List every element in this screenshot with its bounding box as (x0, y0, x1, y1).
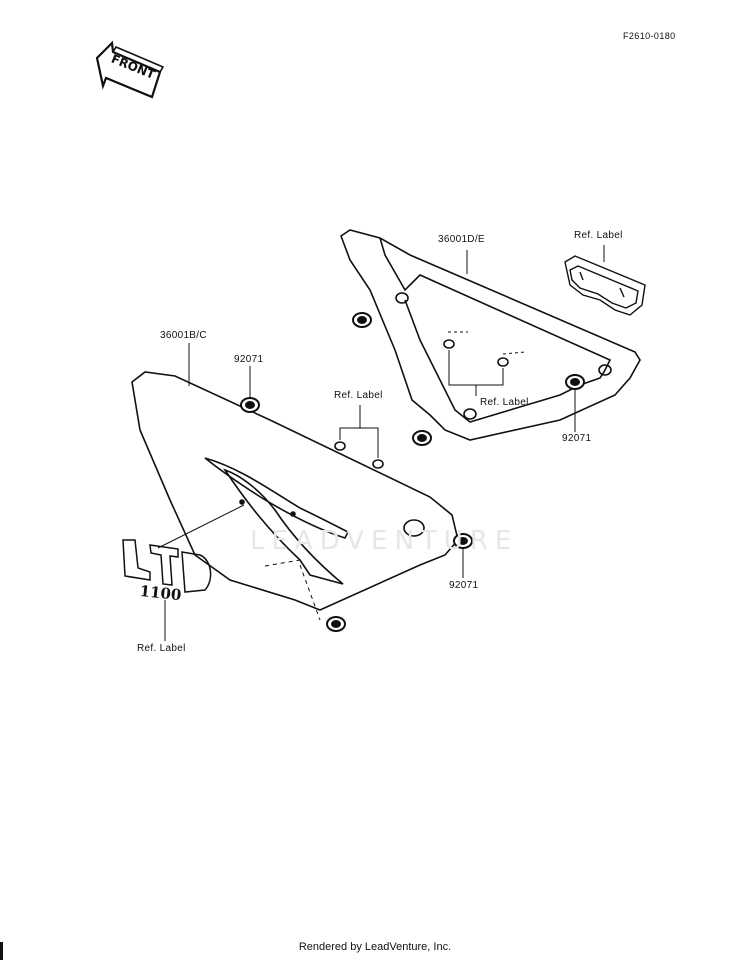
corner-mark (0, 942, 3, 960)
ref-label-middle: Ref. Label (334, 390, 383, 401)
part-label-grommet-c: 92071 (449, 580, 479, 591)
right-ref-label-decal (564, 255, 646, 316)
grommet-icon (240, 312, 585, 632)
part-label-right-cover: 36001D/E (438, 234, 485, 245)
ref-label-top-right: Ref. Label (574, 230, 623, 241)
ltd-emblem: 1100 (122, 539, 212, 604)
footer-credit: Rendered by LeadVenture, Inc. (298, 941, 452, 953)
left-side-cover (131, 371, 459, 611)
watermark-text: LEADVENTURE (250, 526, 519, 556)
right-side-cover (340, 229, 641, 441)
ref-label-right-inner: Ref. Label (480, 397, 529, 408)
part-label-grommet-a: 92071 (234, 354, 264, 365)
front-arrow-icon: FRONT (95, 40, 165, 99)
ref-label-bottom-left: Ref. Label (137, 643, 186, 654)
emblem-number: 1100 (139, 582, 182, 604)
figure-code: F2610-0180 (623, 31, 676, 41)
part-label-left-cover: 36001B/C (160, 330, 207, 341)
leader-lines (157, 245, 605, 641)
part-label-grommet-b: 92071 (562, 433, 592, 444)
label-fastener-icon (334, 339, 509, 469)
